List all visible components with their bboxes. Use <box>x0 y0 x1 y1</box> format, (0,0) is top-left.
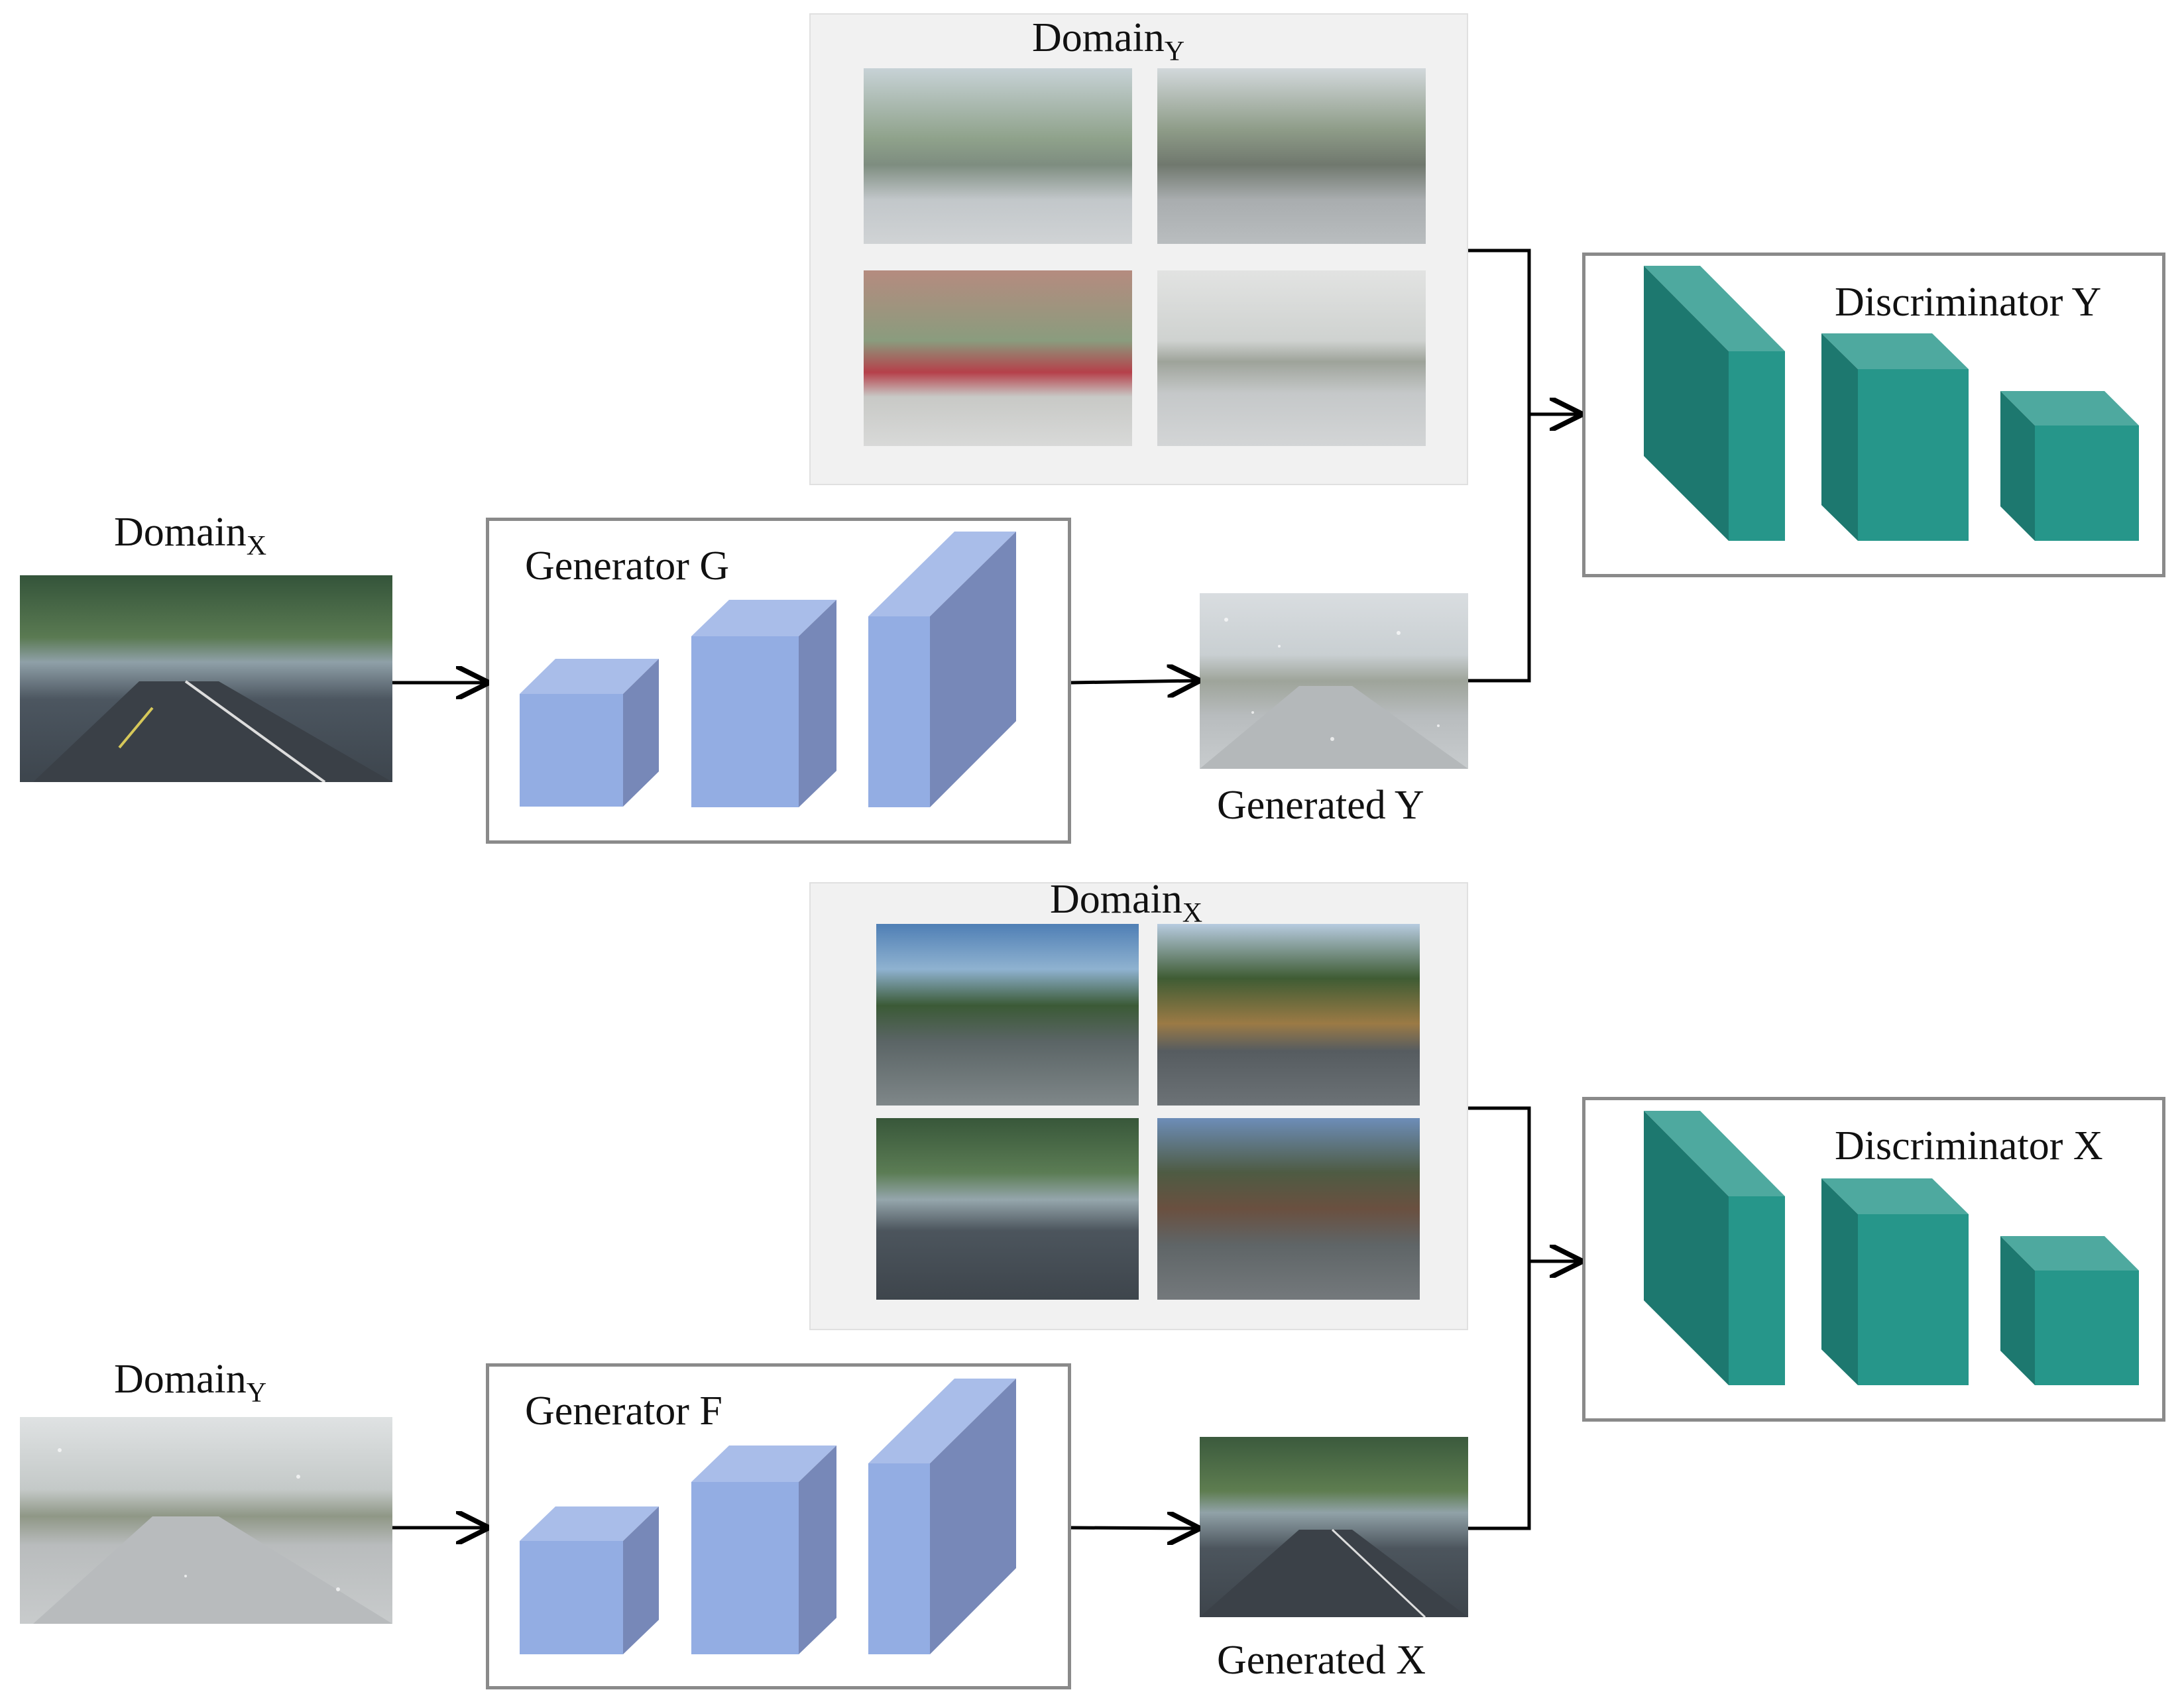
bottom-generator-label: Generator F <box>525 1389 722 1434</box>
top-discriminator-cube-2 <box>1821 333 1969 541</box>
top-input-road-image <box>20 575 392 782</box>
bottom-domain-x-image-3 <box>876 1118 1139 1300</box>
bottom-generator-cube-2 <box>691 1446 836 1654</box>
top-generator-cube-1 <box>520 659 659 807</box>
bottom-discriminator-cube-3 <box>2000 1236 2139 1385</box>
bottom-generated-x-image <box>1200 1437 1468 1617</box>
top-generator-to-output-arrow <box>1070 681 1197 683</box>
bottom-generator-cube-3 <box>868 1379 1016 1654</box>
top-generator-cube-3 <box>868 532 1016 807</box>
top-discriminator-cube-1 <box>1644 266 1785 541</box>
top-domain-y-label: DomainY <box>1032 15 1185 67</box>
top-discriminator-cube-3 <box>2000 391 2139 541</box>
bottom-domain-x-label: DomainX <box>1050 877 1203 929</box>
top-generator-cube-2 <box>691 600 836 807</box>
bottom-generator-cube-1 <box>520 1506 659 1654</box>
top-discriminator-label: Discriminator Y <box>1835 280 2102 325</box>
top-domain-y-image-2 <box>1157 68 1426 244</box>
bottom-domain-x-image-2 <box>1157 924 1420 1106</box>
top-domain-y-image-4 <box>1157 270 1426 446</box>
top-input-domain-label: DomainX <box>114 510 267 561</box>
top-domain-y-image-3 <box>864 270 1132 446</box>
bottom-input-domain-label: DomainY <box>114 1357 267 1408</box>
top-generated-y-image <box>1200 593 1468 769</box>
bottom-generated-x-label: Generated X <box>1217 1638 1426 1683</box>
top-generator-label: Generator G <box>525 543 730 589</box>
bottom-input-road-image <box>20 1417 392 1624</box>
bottom-discriminator-label: Discriminator X <box>1835 1123 2103 1168</box>
top-domain-y-image-1 <box>864 68 1132 244</box>
bottom-domain-to-junction-line <box>1468 1106 1531 1530</box>
top-domain-to-junction-line <box>1468 249 1531 683</box>
bottom-domain-x-image-4 <box>1157 1118 1420 1300</box>
bottom-discriminator-cube-2 <box>1821 1178 1969 1385</box>
top-generated-y-label: Generated Y <box>1217 783 1424 828</box>
bottom-domain-x-image-1 <box>876 924 1139 1106</box>
bottom-discriminator-cube-1 <box>1644 1111 1785 1385</box>
